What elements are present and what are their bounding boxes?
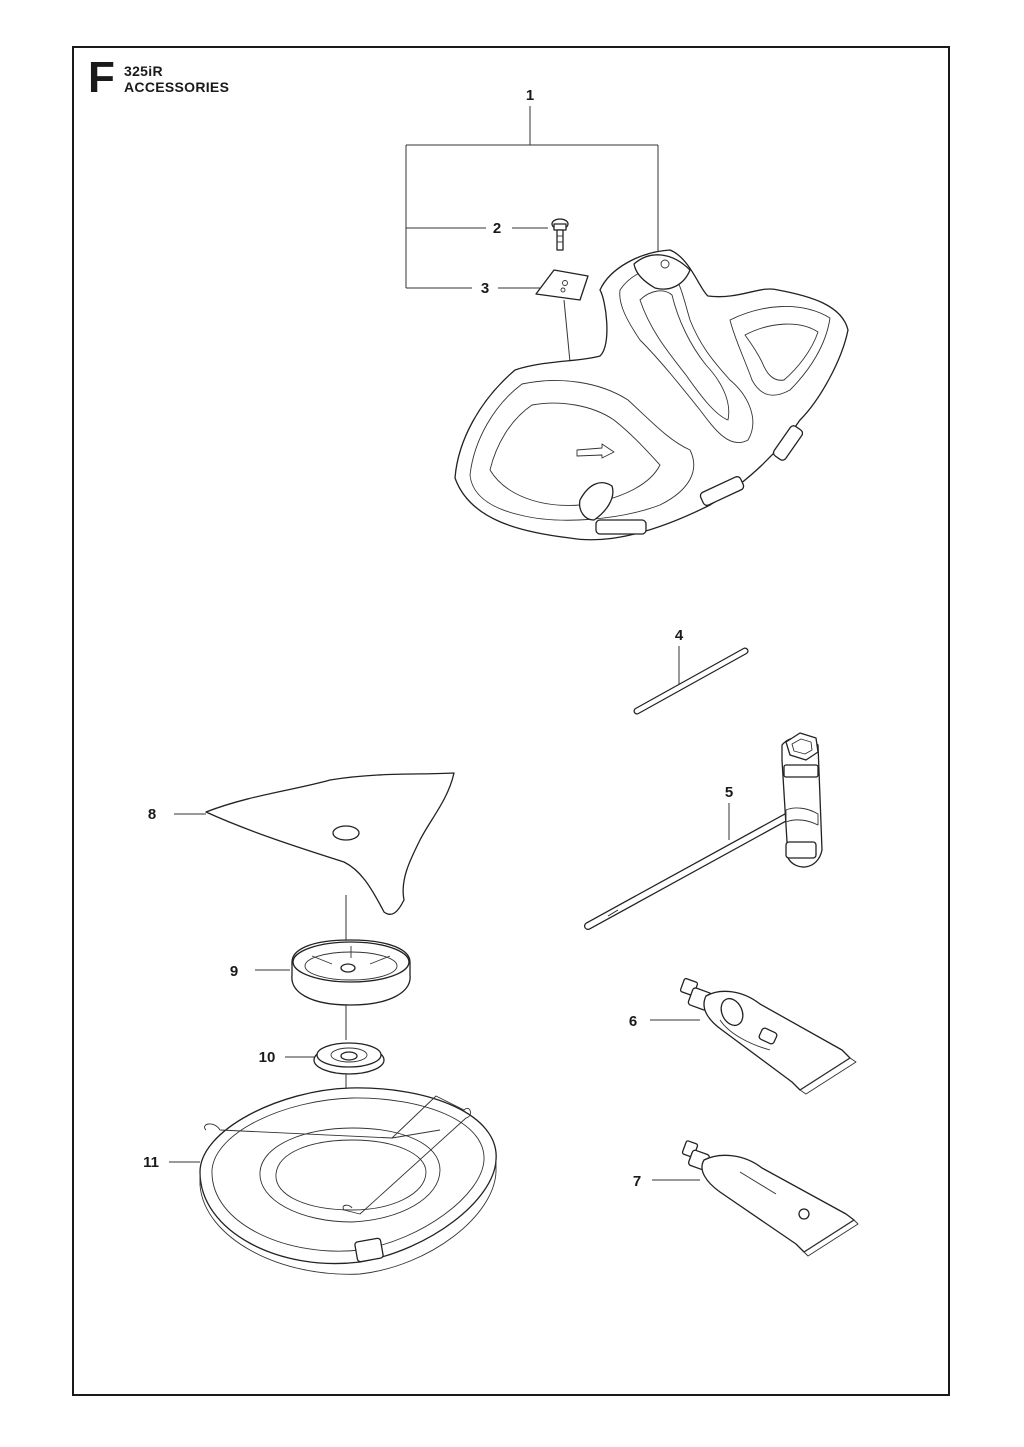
callout-4[interactable]: 4 (675, 627, 684, 644)
model-name: 325iR (124, 63, 163, 79)
callout-7[interactable]: 7 (633, 1173, 641, 1190)
callout-11[interactable]: 11 (143, 1154, 159, 1171)
callout-9[interactable]: 9 (230, 963, 238, 980)
callout-5[interactable]: 5 (725, 784, 733, 801)
callout-8[interactable]: 8 (148, 806, 156, 823)
page-frame (72, 46, 950, 1396)
grease-tube-6-part (679, 977, 857, 1095)
callout-1-leader (405, 106, 659, 288)
support-cup-part (291, 939, 411, 1040)
callout-3[interactable]: 3 (481, 280, 489, 297)
callout-6[interactable]: 6 (629, 1013, 637, 1030)
callout-2[interactable]: 2 (493, 220, 501, 237)
three-tooth-blade-part (205, 772, 455, 965)
grease-tube-7-part (681, 1140, 859, 1257)
callout-1[interactable]: 1 (526, 87, 534, 104)
guard-assembly-part (454, 249, 849, 541)
plate-part (535, 269, 589, 363)
pin-part (633, 647, 749, 715)
combination-wrench-part (584, 732, 823, 930)
section-letter: F (88, 53, 115, 102)
transport-guard-part (199, 1087, 497, 1275)
flange-washer-part (313, 1042, 385, 1190)
category-title: ACCESSORIES (124, 79, 230, 95)
screw-part (551, 218, 569, 251)
callout-10[interactable]: 10 (259, 1049, 276, 1066)
